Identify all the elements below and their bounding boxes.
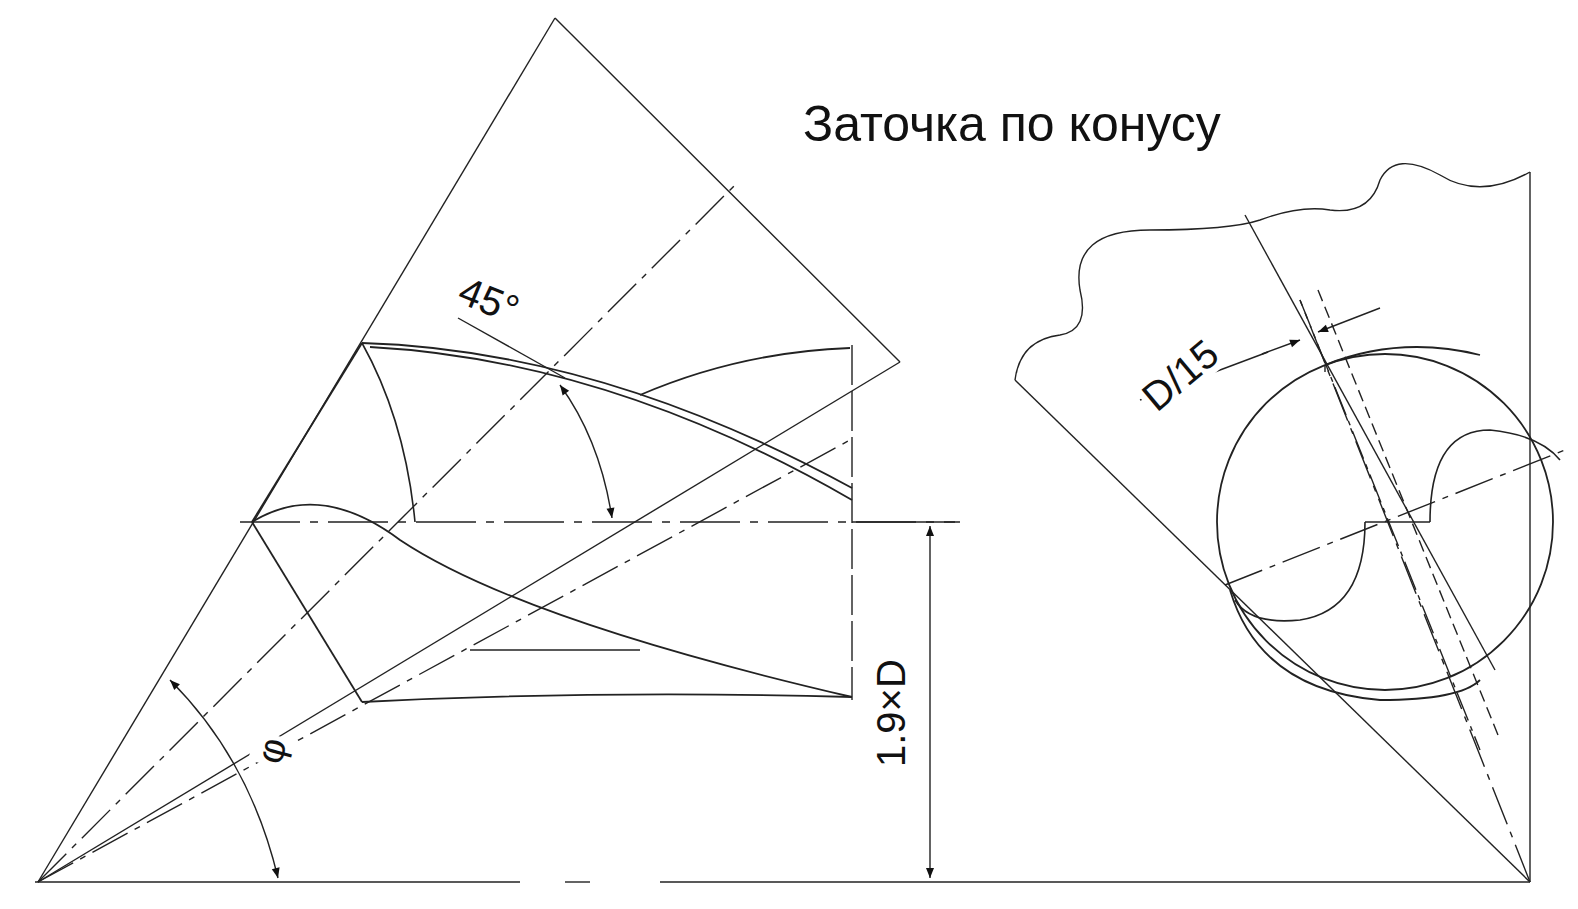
dimension-label: D/15 <box>1132 330 1228 420</box>
angle-label: 45° <box>450 268 527 332</box>
dimension-label: 1.9×D <box>870 656 912 770</box>
view-title: Заточка по конусу <box>800 98 1224 150</box>
angle-label: φ <box>248 730 295 770</box>
